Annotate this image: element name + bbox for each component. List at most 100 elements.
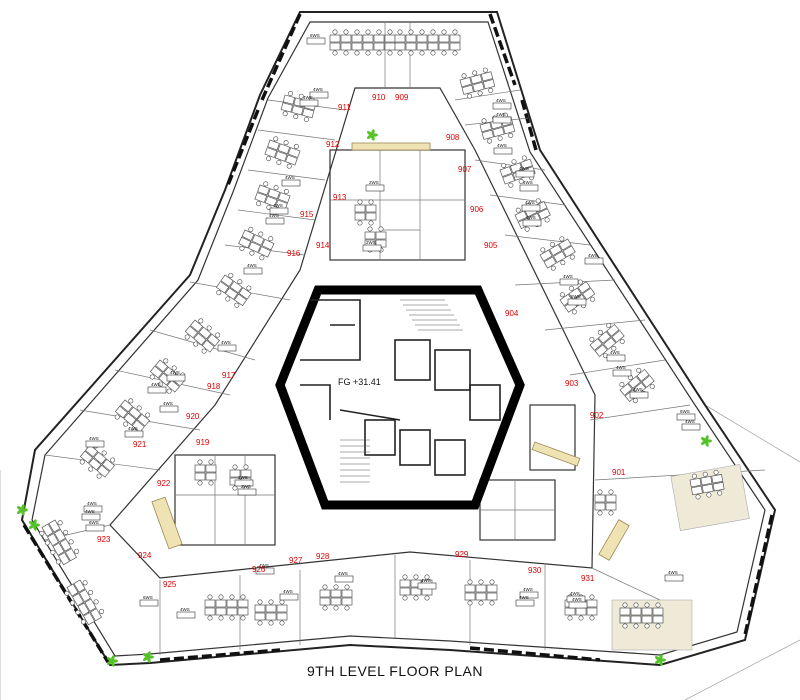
workstation-tag-label: 2WS — [366, 240, 376, 245]
room-number: 918 — [207, 382, 221, 391]
desk-cluster — [114, 398, 151, 434]
workstation-tag-label: 4WS — [247, 263, 257, 268]
workstation-tag-label: 4WS — [525, 200, 535, 205]
plant-icon — [106, 655, 118, 667]
workstation-tag: 4WS — [85, 436, 105, 448]
workstation-tag-label: 4WS — [526, 215, 536, 220]
workstation-tag-label: 6WS — [310, 33, 320, 38]
workstation-tag-label: 2WS — [241, 484, 251, 489]
room-number: 904 — [505, 309, 519, 318]
workstation-tag-label: 4WS — [170, 370, 180, 375]
workstation-tag-label: 6WS — [680, 409, 690, 414]
workstation-tag: 4WS — [255, 563, 275, 575]
desk-cluster — [194, 459, 217, 486]
workstation-tag: 4WS — [176, 607, 196, 619]
room-number: 920 — [186, 412, 200, 421]
room-number: 930 — [528, 566, 542, 575]
service-rooms — [174, 149, 576, 546]
workstation-tag-label: 4WS — [89, 436, 99, 441]
workstation-tags: 6WS 4WS 4WS 4WS 4WS 4WS 4WS 4WS 2WS 4WS 4WS 2WS 4WS 4… — [81, 33, 701, 619]
workstation-tag: 4WS — [243, 263, 263, 275]
workstation-tag: 4WS — [265, 213, 285, 225]
workstation-tag-label: 4WS — [633, 387, 643, 392]
workstation-tag-label: 4WS — [519, 166, 529, 171]
room-number: 921 — [133, 440, 147, 449]
desk-cluster — [215, 272, 252, 308]
desk-cluster — [204, 594, 249, 621]
workstation-tag: 2WS — [365, 180, 385, 192]
desk-cluster — [79, 443, 116, 479]
workstation-tag: 4WS — [281, 175, 301, 187]
workstation-tag-label: 4WS — [269, 213, 279, 218]
room-number: 915 — [300, 210, 314, 219]
desk-cluster — [594, 489, 617, 516]
workstation-tag-label: 4WS — [285, 175, 295, 180]
desk-cluster — [254, 599, 288, 626]
workstation-tag: 4WS — [83, 501, 103, 513]
workstation-tag: 4WS — [217, 340, 237, 352]
workstation-tag: 4WS — [515, 595, 535, 607]
desk-cluster — [464, 579, 498, 606]
plant-icon — [16, 504, 28, 516]
plant-icon — [366, 129, 378, 141]
stair-south — [340, 439, 370, 483]
desk-cluster — [689, 469, 725, 500]
workstation-tag-label: 4WS — [87, 501, 97, 506]
workstation-tag: 2WS — [234, 475, 254, 487]
workstation-tag-label: 4WS — [685, 419, 695, 424]
desk-cluster — [459, 67, 496, 99]
workstation-tag: 4WS — [568, 597, 588, 609]
room-number: 922 — [157, 479, 171, 488]
workstation-tag: 4WS — [147, 382, 167, 394]
desk-cluster — [238, 226, 275, 261]
workstation-tag: 4WS — [559, 274, 579, 286]
workstation-tag-label: 4WS — [283, 589, 293, 594]
workstation-tag: 6WS — [567, 294, 587, 306]
workstation-tag-label: 4WS — [338, 571, 348, 576]
desk-cluster — [319, 584, 353, 611]
workstation-tag: 4WS — [334, 571, 354, 583]
workstation-tag-label: 4WS — [497, 143, 507, 148]
plant-icon — [654, 654, 666, 666]
workstation-tag-label: 4WS — [563, 274, 573, 279]
desk-cluster — [184, 318, 221, 354]
room-number: 926 — [252, 565, 266, 574]
workstation-tag: 4WS — [124, 426, 144, 438]
desk-cluster — [64, 579, 105, 626]
workstation-tag-label: 4WS — [668, 570, 678, 575]
room-number: 912 — [326, 140, 340, 149]
workstation-tag-label: 4WS — [496, 98, 506, 103]
workstation-tag: 4WS — [584, 253, 604, 265]
workstation-tag-label: 4WS — [523, 180, 533, 185]
workstation-tag: 4WS — [492, 98, 512, 110]
room-number: 919 — [196, 438, 210, 447]
workstation-tag-label: 4WS — [259, 563, 269, 568]
workstation-tag: 4WS — [521, 200, 541, 212]
workstation-tag: 6WS — [306, 33, 326, 45]
desk-cluster — [354, 199, 377, 226]
room-number: 914 — [316, 241, 330, 250]
desk-cluster — [479, 112, 516, 144]
room-number: 916 — [287, 249, 301, 258]
workstation-tag-label: 4WS — [180, 607, 190, 612]
workstation-tag-label: 4WS — [273, 203, 283, 208]
workstation-tag-label: 4WS — [303, 95, 313, 100]
workstation-tag-label: 2WS — [369, 180, 379, 185]
workstation-tag: 6WS — [139, 595, 159, 607]
workstation-tag: 4WS — [681, 419, 701, 431]
room-number: 923 — [97, 535, 111, 544]
room-number: 917 — [222, 371, 236, 380]
workstation-tag-label: 4WS — [572, 597, 582, 602]
plan-title: 9TH LEVEL FLOOR PLAN — [307, 663, 483, 679]
plant-icon — [142, 651, 154, 663]
workstation-tag: 2WS — [362, 240, 382, 252]
workstation-tag-label: 4WS — [496, 112, 506, 117]
workstation-tag: 4WS — [522, 215, 542, 227]
workstation-tag: 4WS — [299, 95, 319, 107]
workstation-tag-label: 4WS — [163, 401, 173, 406]
workstation-tag-label: 4WS — [313, 87, 323, 92]
workstation-tag-label: 4WS — [221, 340, 231, 345]
workstation-tag: 6WS — [85, 520, 105, 532]
desk-cluster — [254, 181, 291, 214]
